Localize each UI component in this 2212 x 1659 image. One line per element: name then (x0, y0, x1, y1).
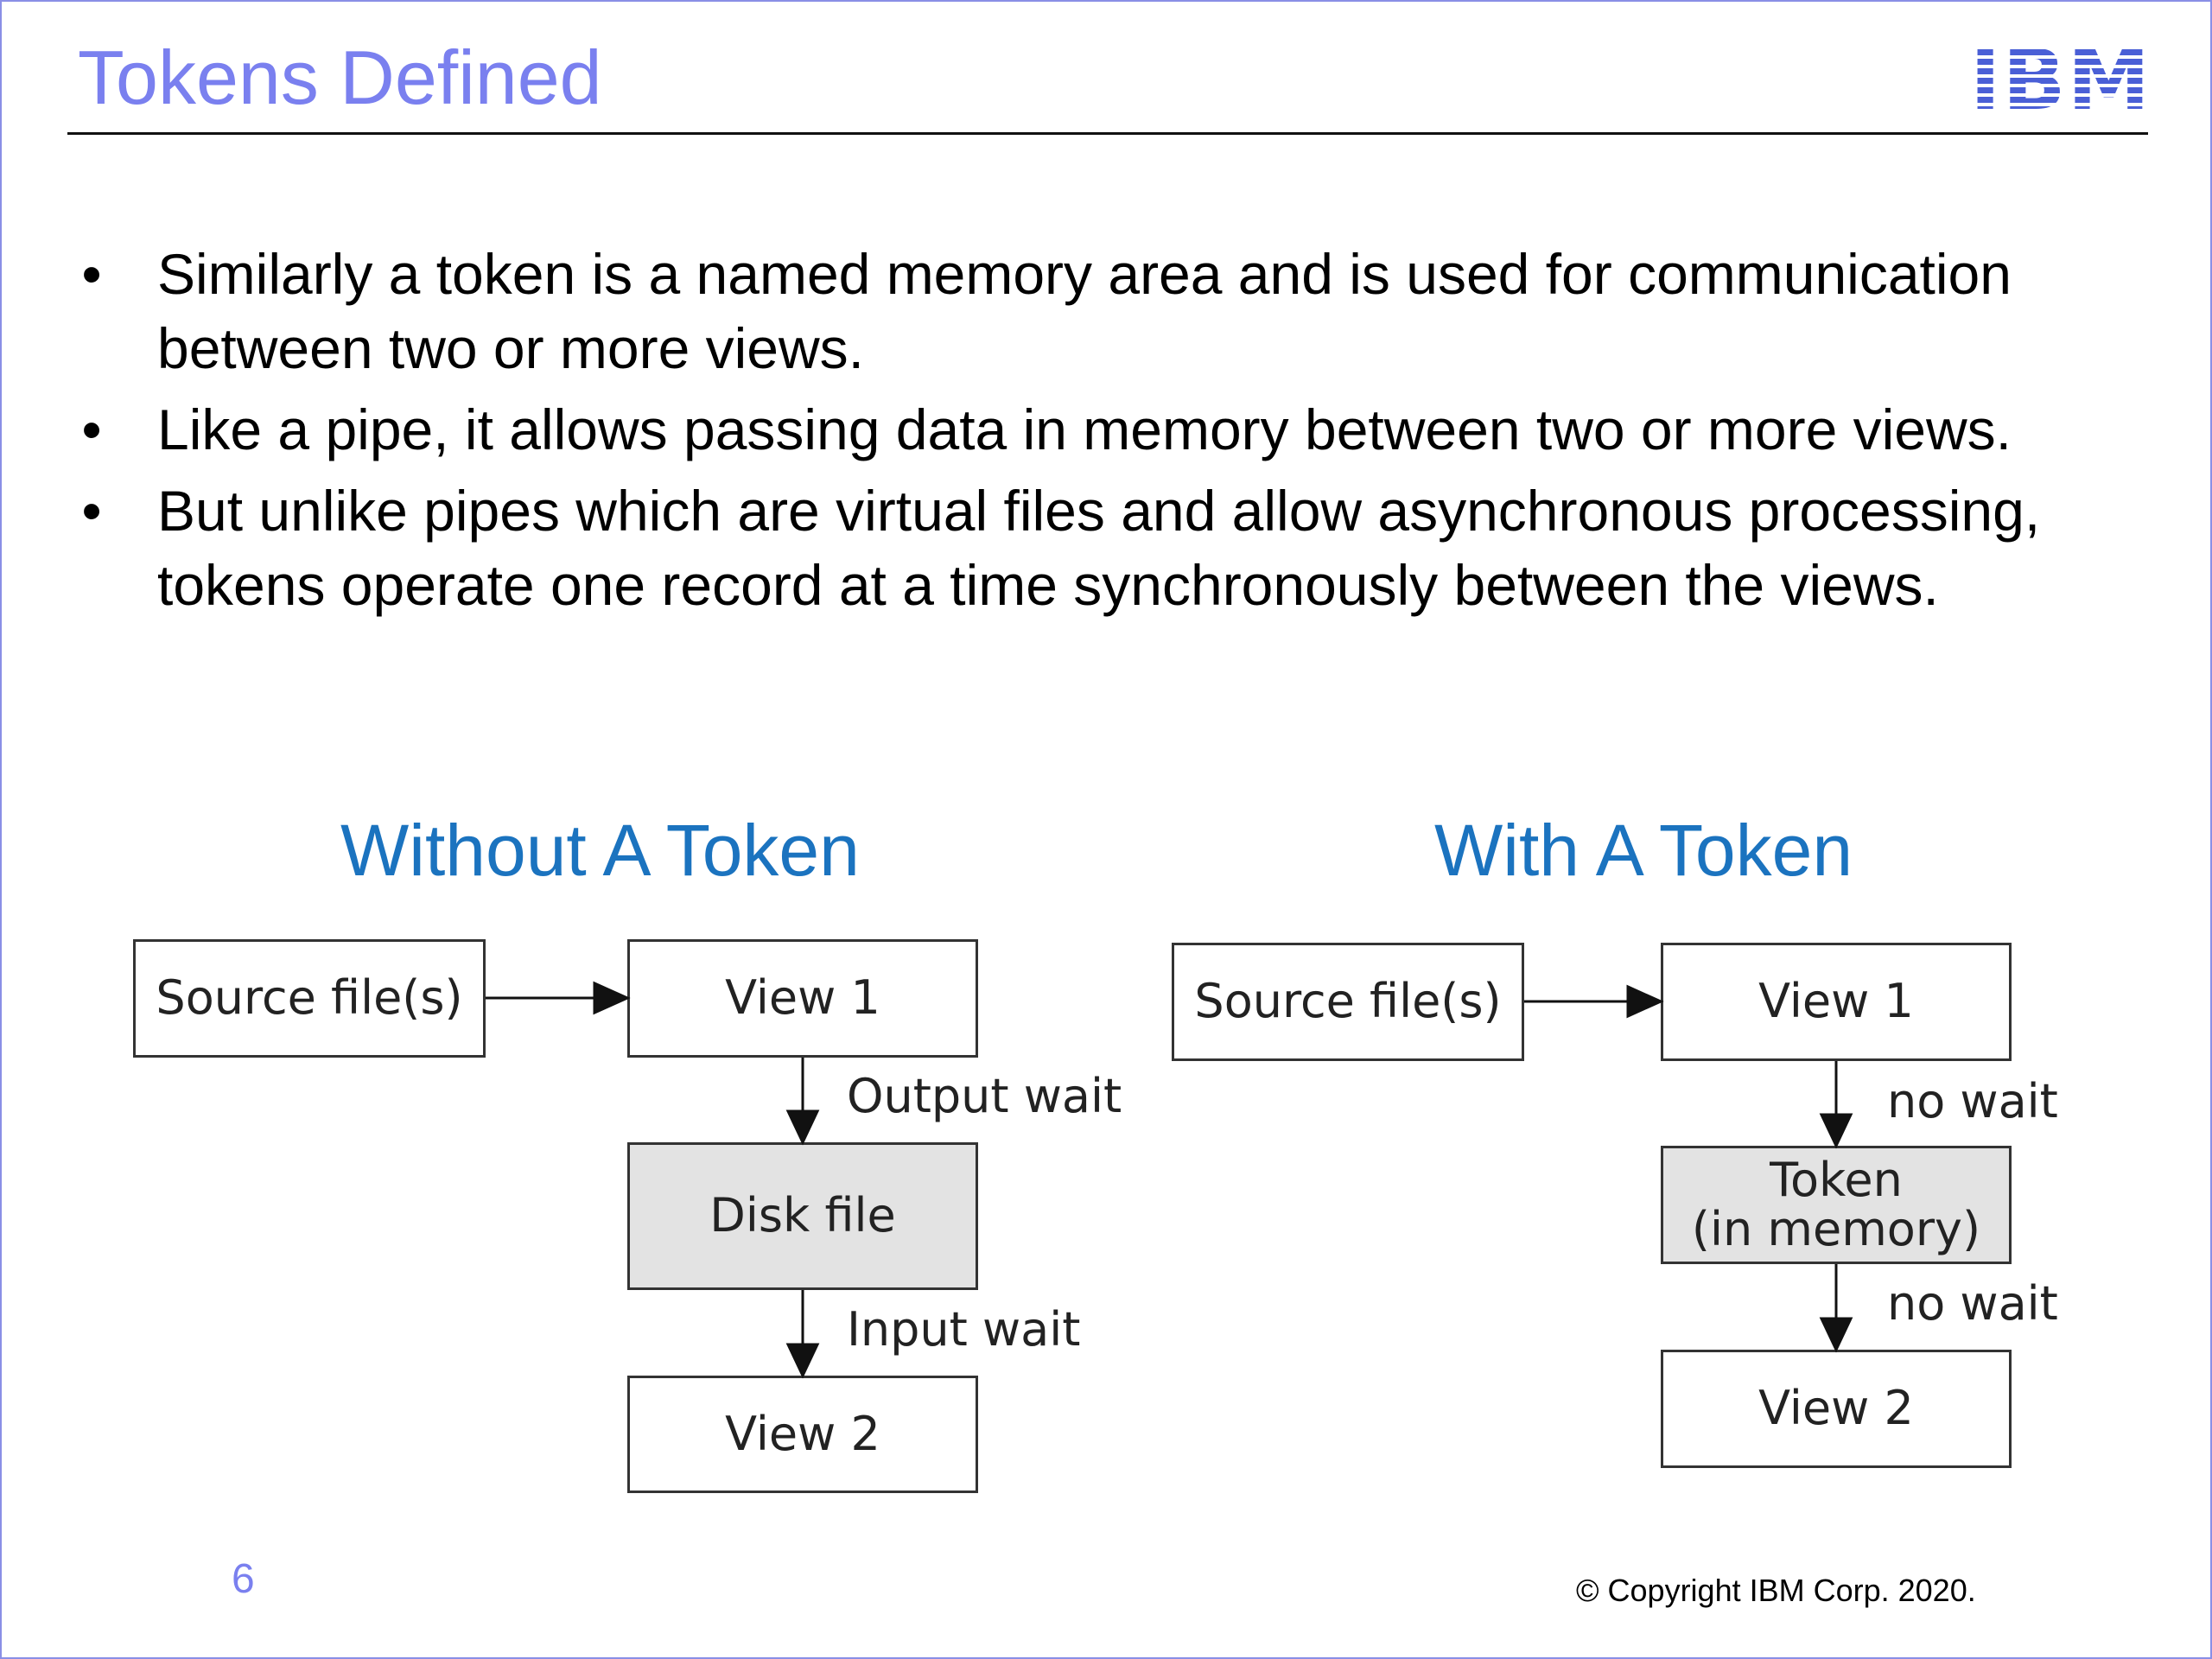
right-view1-label: View 1 (1758, 974, 1914, 1029)
bullet-item: • Like a pipe, it allows passing data in… (74, 392, 2174, 467)
bullet-text: Like a pipe, it allows passing data in m… (157, 397, 2012, 461)
left-view2-label: View 2 (725, 1406, 880, 1461)
bullet-item: • Similarly a token is a named memory ar… (74, 237, 2174, 385)
arrowhead-right-source-to-view1 (1626, 984, 1664, 1019)
arrowhead-left-source-to-view1 (593, 981, 631, 1015)
left-source-box: Source file(s) (133, 939, 486, 1058)
bullet-marker: • (81, 242, 102, 306)
left-disk-file-box: Disk file (627, 1142, 978, 1290)
arrowhead-right-view1-to-token (1819, 1113, 1853, 1149)
diagram-title-without-token: Without A Token (340, 810, 860, 891)
copyright-notice: © Copyright IBM Corp. 2020. (1576, 1573, 1976, 1608)
right-view2-box: View 2 (1661, 1350, 2012, 1468)
right-token-sublabel: (in memory) (1691, 1201, 1981, 1256)
right-token-label: Token (1770, 1152, 1903, 1207)
left-view1-label: View 1 (725, 970, 880, 1026)
right-no-wait-label-2: no wait (1887, 1276, 2058, 1331)
page-number: 6 (232, 1556, 255, 1602)
right-source-box: Source file(s) (1172, 943, 1524, 1061)
slide-title: Tokens Defined (78, 35, 602, 120)
right-view1-box: View 1 (1661, 943, 2012, 1061)
bullet-marker: • (81, 479, 102, 543)
right-no-wait-label-1: no wait (1887, 1074, 2058, 1128)
title-divider (67, 132, 2148, 135)
left-source-label: Source file(s) (156, 970, 463, 1026)
left-view2-box: View 2 (627, 1376, 978, 1493)
ibm-logo: IBM (1963, 40, 2158, 116)
left-input-wait-label: Input wait (847, 1302, 1081, 1357)
right-source-label: Source file(s) (1194, 974, 1502, 1029)
arrowhead-left-disk-to-view2 (785, 1343, 820, 1379)
bullet-text: But unlike pipes which are virtual files… (157, 479, 2041, 617)
left-disk-file-label: Disk file (709, 1188, 896, 1243)
diagram-title-with-token: With A Token (1434, 810, 1853, 891)
right-token-box: Token (in memory) (1661, 1146, 2012, 1264)
bullet-marker: • (81, 397, 102, 461)
bullet-list: • Similarly a token is a named memory ar… (74, 237, 2174, 629)
left-output-wait-label: Output wait (847, 1069, 1122, 1123)
bullet-text: Similarly a token is a named memory area… (157, 242, 2012, 380)
bullet-item: • But unlike pipes which are virtual fil… (74, 474, 2174, 622)
arrowhead-left-view1-to-disk (785, 1109, 820, 1146)
arrowhead-right-token-to-view2 (1819, 1317, 1853, 1353)
right-view2-label: View 2 (1758, 1381, 1914, 1436)
